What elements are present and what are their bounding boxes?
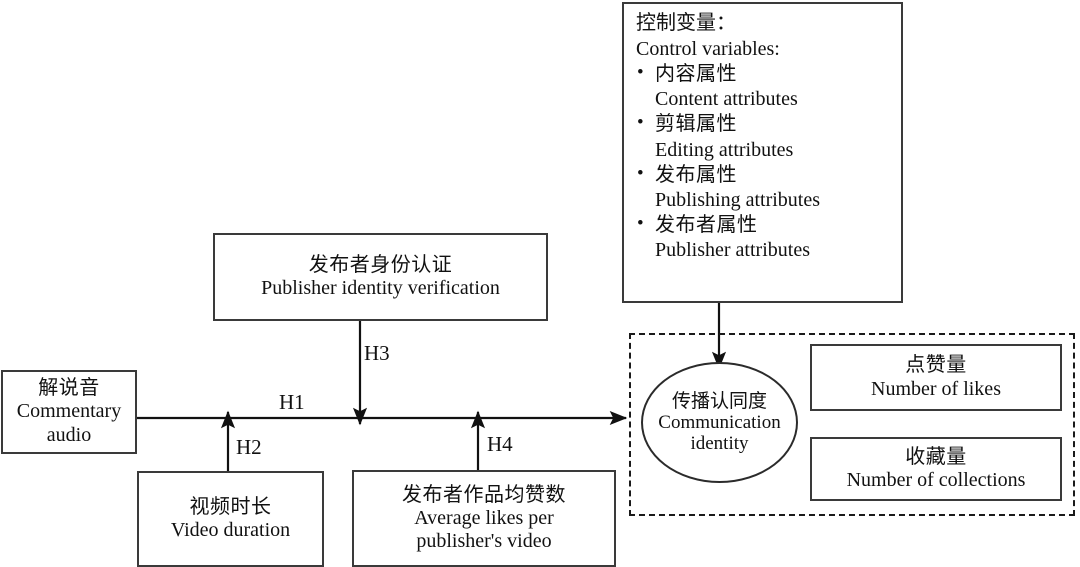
- list-item: • 剪辑属性 Editing attributes: [636, 112, 893, 162]
- control-variables-header-cn: 控制变量：: [636, 12, 736, 34]
- hypothesis-label-h4: H4: [487, 432, 513, 456]
- node-commentary-audio: 解说音 Commentary audio: [1, 370, 137, 454]
- control-variables-header-en: Control variables:: [636, 38, 780, 60]
- node-label-cn: 传播认同度: [671, 390, 767, 412]
- node-number-of-collections: 收藏量 Number of collections: [810, 437, 1062, 501]
- bullet-icon: •: [637, 213, 644, 235]
- node-label-en-line1: Commentary: [16, 400, 122, 423]
- node-label-cn: 视频时长: [189, 495, 272, 518]
- bullet-icon: •: [637, 62, 644, 83]
- control-variables-list: • 内容属性 Content attributes • 剪辑属性 Editing…: [636, 62, 893, 264]
- node-video-duration: 视频时长 Video duration: [137, 471, 324, 567]
- list-item: • 发布者属性 Publisher attributes: [636, 213, 893, 263]
- control-item-en: Editing attributes: [655, 138, 794, 161]
- node-label-en-line2: identity: [690, 433, 749, 455]
- list-item: • 内容属性 Content attributes: [636, 62, 893, 112]
- node-communication-identity: 传播认同度 Communication identity: [641, 362, 798, 483]
- node-label-en: Number of likes: [871, 377, 1001, 400]
- node-label-cn: 收藏量: [905, 445, 967, 468]
- hypothesis-label-h1: H1: [279, 390, 305, 414]
- list-item: • 发布属性 Publishing attributes: [636, 163, 893, 213]
- control-item-cn: 剪辑属性: [655, 113, 737, 136]
- node-label-en-line2: audio: [46, 423, 92, 446]
- node-label-en-line1: Average likes per: [414, 506, 554, 529]
- node-label-cn: 解说音: [38, 377, 100, 400]
- bullet-icon: •: [637, 162, 644, 184]
- hypothesis-label-h2: H2: [236, 435, 262, 459]
- control-variables-box: 控制变量： Control variables: • 内容属性 Content …: [622, 2, 903, 303]
- node-label-en-line2: publisher's video: [416, 530, 552, 553]
- control-item-en: Content attributes: [655, 88, 798, 111]
- node-number-of-likes: 点赞量 Number of likes: [810, 344, 1062, 411]
- control-item-cn: 发布者属性: [655, 214, 758, 237]
- control-item-cn: 内容属性: [655, 63, 737, 85]
- node-label-en: Publisher identity verification: [261, 277, 500, 299]
- node-label-cn: 点赞量: [905, 354, 967, 377]
- node-label-cn: 发布者作品均赞数: [402, 483, 566, 506]
- control-item-cn: 发布属性: [655, 163, 737, 186]
- node-publisher-identity-verification: 发布者身份认证 Publisher identity verification: [213, 233, 548, 321]
- control-item-en: Publishing attributes: [655, 188, 820, 211]
- outcome-region-dashed-border: [629, 333, 1075, 516]
- control-item-en: Publisher attributes: [655, 239, 810, 262]
- node-label-cn: 发布者身份认证: [308, 253, 453, 276]
- node-label-en-line1: Communication: [658, 411, 781, 433]
- node-label-en: Video duration: [170, 519, 291, 541]
- node-label-en: Number of collections: [846, 469, 1026, 491]
- hypothesis-label-h3: H3: [364, 341, 390, 365]
- bullet-icon: •: [637, 112, 644, 134]
- node-average-likes-per-video: 发布者作品均赞数 Average likes per publisher's v…: [352, 470, 616, 567]
